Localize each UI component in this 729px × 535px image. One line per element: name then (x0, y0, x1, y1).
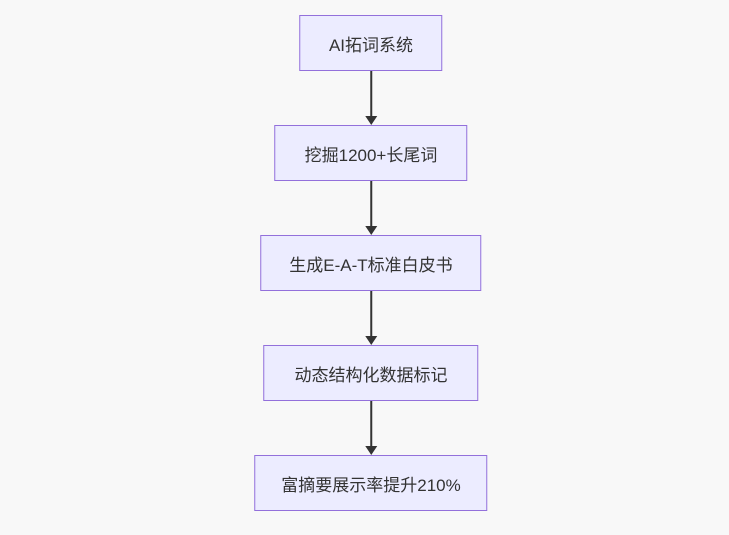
flowchart-node-longtail-mining: 挖掘1200+长尾词 (274, 125, 468, 181)
arrow-line (369, 401, 372, 447)
arrow-line (369, 291, 372, 337)
node-label: 富摘要展示率提升210% (281, 475, 461, 495)
arrowhead-down-icon (364, 446, 377, 455)
flowchart-node-ai-system: AI拓词系统 (299, 15, 443, 71)
flow-arrow (364, 291, 378, 345)
arrowhead-down-icon (364, 116, 377, 125)
flow-arrow (364, 181, 378, 235)
node-label: 挖掘1200+长尾词 (304, 145, 438, 165)
arrowhead-down-icon (364, 226, 377, 235)
node-label: 动态结构化数据标记 (294, 365, 448, 385)
arrow-line (369, 71, 372, 117)
node-label: AI拓词系统 (328, 35, 414, 55)
flowchart-node-rich-snippet-result: 富摘要展示率提升210% (254, 455, 488, 511)
arrowhead-down-icon (364, 336, 377, 345)
flowchart-node-eat-whitepaper: 生成E-A-T标准白皮书 (260, 235, 482, 291)
flowchart-column: AI拓词系统 挖掘1200+长尾词 生成E-A-T标准白皮书 动态结构化数据标记 (254, 15, 488, 511)
flow-arrow (364, 401, 378, 455)
flow-arrow (364, 71, 378, 125)
node-label: 生成E-A-T标准白皮书 (289, 255, 453, 275)
arrow-line (369, 181, 372, 227)
flowchart-node-structured-data: 动态结构化数据标记 (263, 345, 479, 401)
